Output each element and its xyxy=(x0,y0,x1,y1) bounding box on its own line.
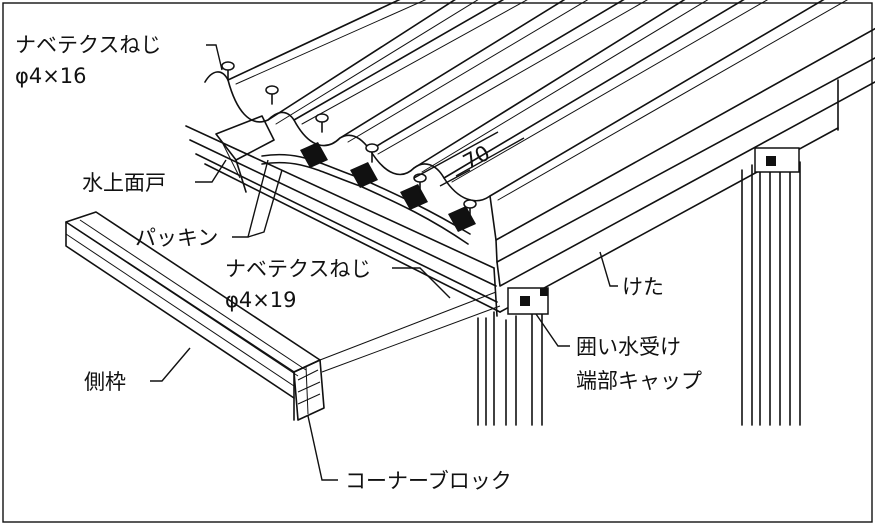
leaders xyxy=(150,44,618,481)
screw-head xyxy=(463,199,477,209)
post-left xyxy=(477,287,549,426)
block-guide-line xyxy=(321,305,501,373)
screw xyxy=(315,113,329,133)
roof-rib-shade xyxy=(497,0,849,201)
roof-rib-shade xyxy=(275,0,479,125)
screw xyxy=(265,85,279,105)
screw-head xyxy=(265,85,279,95)
roof-rib-shade xyxy=(347,0,589,143)
label-screw-bottom-name: ナベテクスねじ xyxy=(225,257,371,281)
roof-rib xyxy=(339,0,566,139)
gasket-block xyxy=(448,206,476,232)
roof-rib xyxy=(413,0,686,169)
label-gutter-cap-line2: 端部キャップ xyxy=(576,369,702,393)
roof-rib xyxy=(489,0,825,197)
label-packing: パッキン xyxy=(135,226,218,250)
label-beam: けた xyxy=(622,275,664,299)
screw-set xyxy=(221,61,477,219)
gasket-block xyxy=(400,184,428,210)
gasket-strip xyxy=(215,115,476,245)
screw-head xyxy=(315,113,329,123)
corner-block xyxy=(293,359,325,421)
label-gutter-cap-line1: 囲い水受け xyxy=(576,335,681,359)
screw xyxy=(365,143,379,163)
roof-rib xyxy=(227,0,401,81)
label-corner-block: コーナーブロック xyxy=(345,469,512,493)
roof-panel xyxy=(204,0,875,287)
label-side-frame: 側枠 xyxy=(84,370,126,394)
gasket-block xyxy=(350,162,378,188)
label-screw-bottom-size: φ4×19 xyxy=(225,288,297,312)
label-screw-top-name: ナベテクスねじ xyxy=(15,33,161,57)
roof-rib xyxy=(443,0,745,179)
screw-head xyxy=(221,61,235,71)
beam-guide-line xyxy=(319,291,497,361)
side-frame xyxy=(65,211,321,421)
screw xyxy=(463,199,477,219)
screw-head xyxy=(365,143,379,153)
dimension-label: 70 xyxy=(459,141,494,175)
roof-rib xyxy=(293,0,505,121)
post-right xyxy=(741,147,801,426)
roof-rib-shade xyxy=(301,0,528,125)
roof-rib-shade xyxy=(421,0,709,173)
roof-rib xyxy=(267,0,456,121)
roof-rib-shade xyxy=(377,0,649,155)
label-water-face: 水上面戸 xyxy=(82,171,166,195)
roof-rib-shade xyxy=(235,0,427,85)
gasket-block xyxy=(300,142,328,168)
roof-rib xyxy=(369,0,625,151)
roof-rib-shade xyxy=(451,0,769,183)
screw xyxy=(221,61,235,81)
label-screw-top-size: φ4×16 xyxy=(15,64,87,88)
